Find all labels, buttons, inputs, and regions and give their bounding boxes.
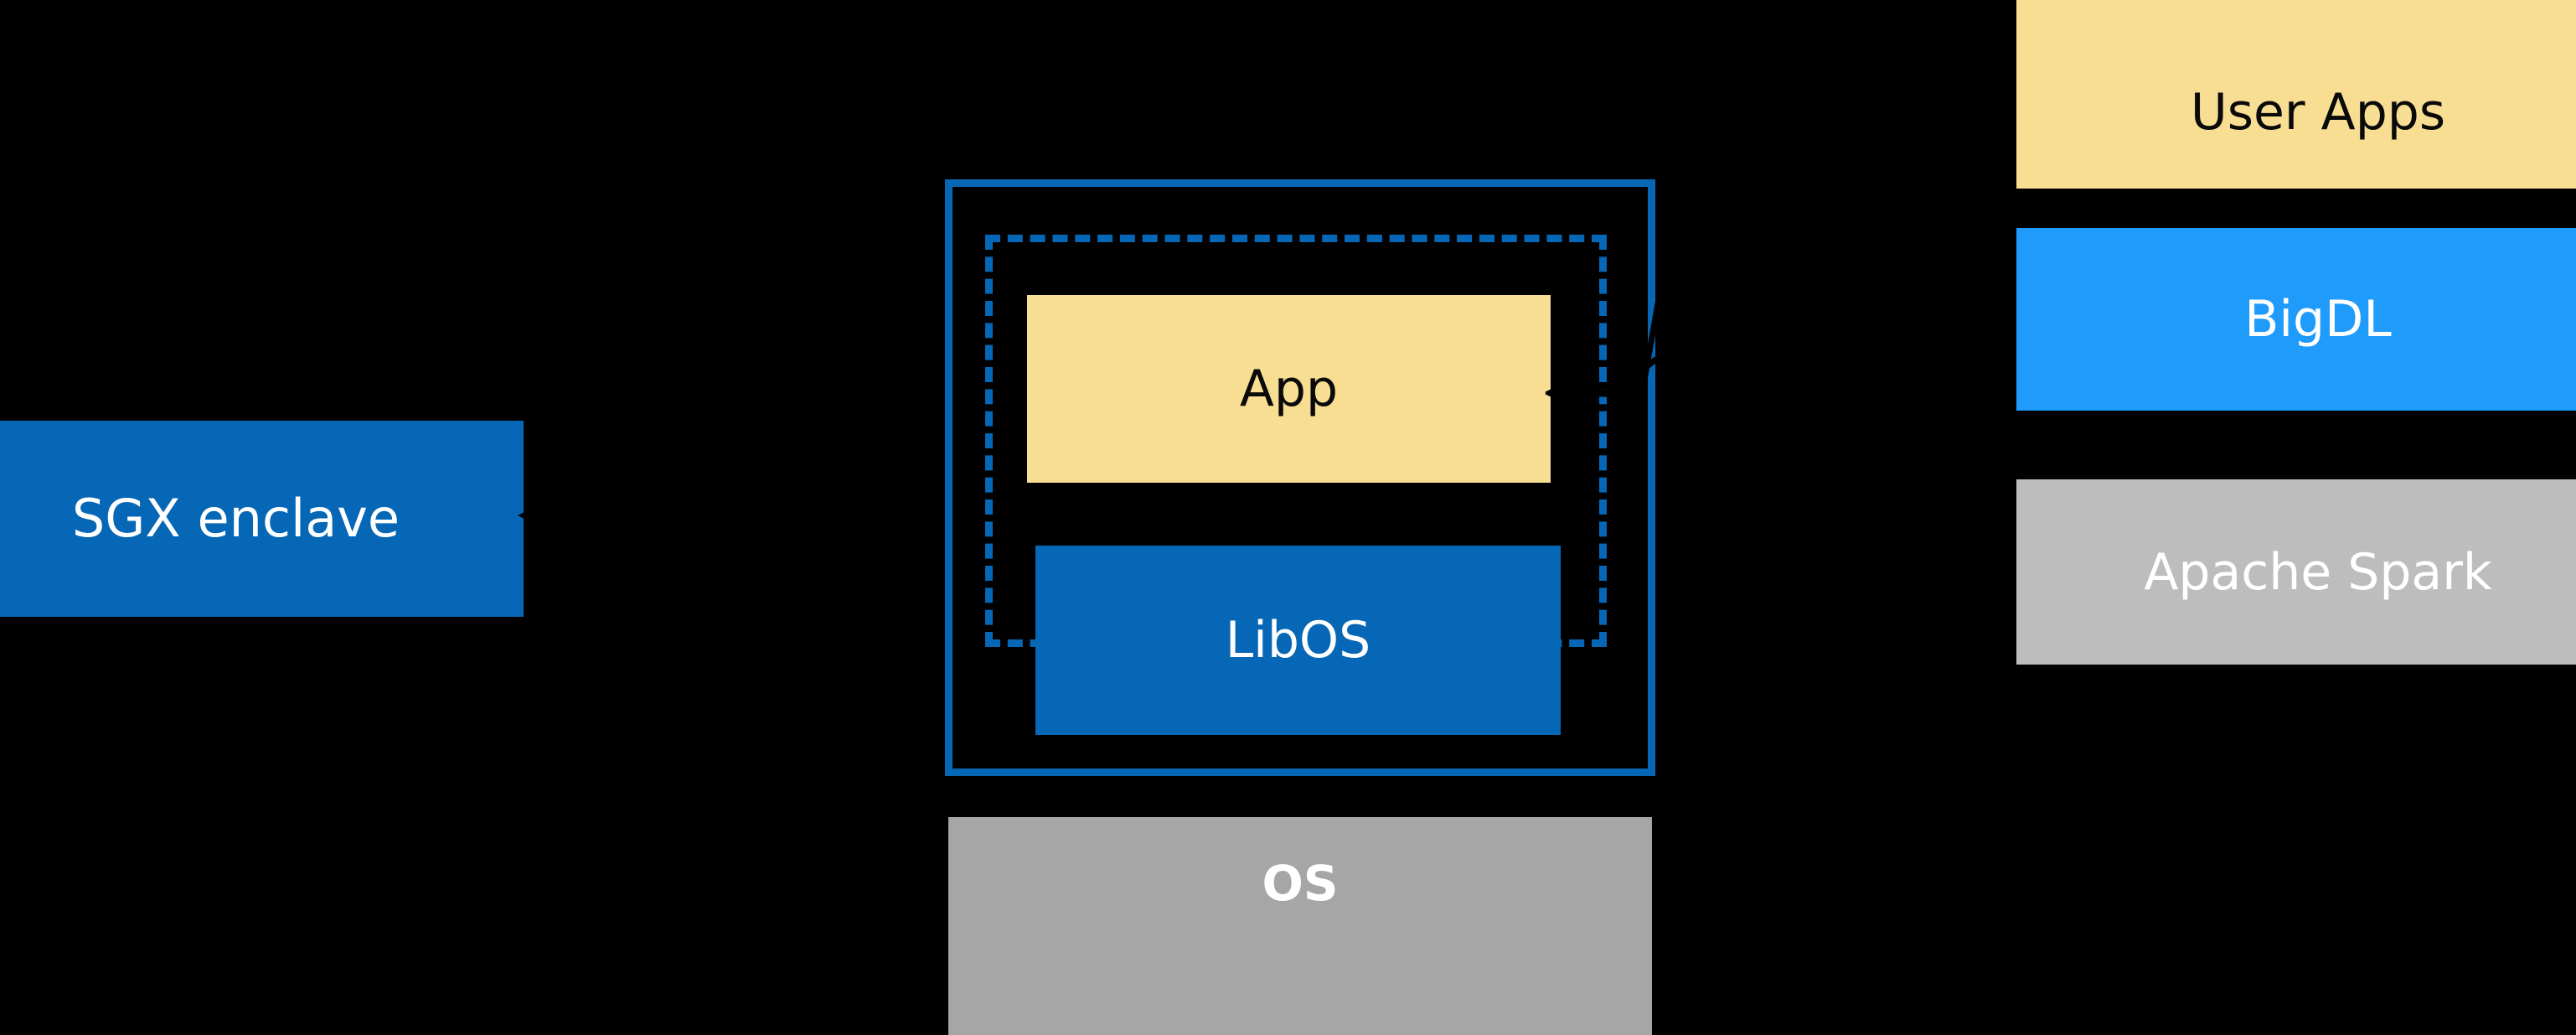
- sgx-enclave-box[interactable]: SGX enclave: [0, 421, 524, 617]
- app-box[interactable]: App: [1027, 295, 1551, 483]
- os-box[interactable]: OS: [948, 817, 1652, 1035]
- apache-spark-label: Apache Spark: [2144, 542, 2492, 602]
- user-apps-label: User Apps: [2190, 83, 2446, 142]
- os-label: OS: [1262, 855, 1339, 912]
- sgx-enclave-label: SGX enclave: [71, 487, 400, 549]
- libos-label: LibOS: [1225, 611, 1371, 670]
- libos-box[interactable]: LibOS: [1035, 546, 1561, 735]
- bigdl-box[interactable]: BigDL: [2016, 228, 2576, 411]
- bigdl-label: BigDL: [2244, 290, 2392, 349]
- app-label: App: [1239, 360, 1339, 418]
- apache-spark-box[interactable]: Apache Spark: [2016, 479, 2576, 665]
- user-apps-box[interactable]: User Apps: [2016, 0, 2576, 189]
- enclave-boundary-solid: [945, 179, 1655, 776]
